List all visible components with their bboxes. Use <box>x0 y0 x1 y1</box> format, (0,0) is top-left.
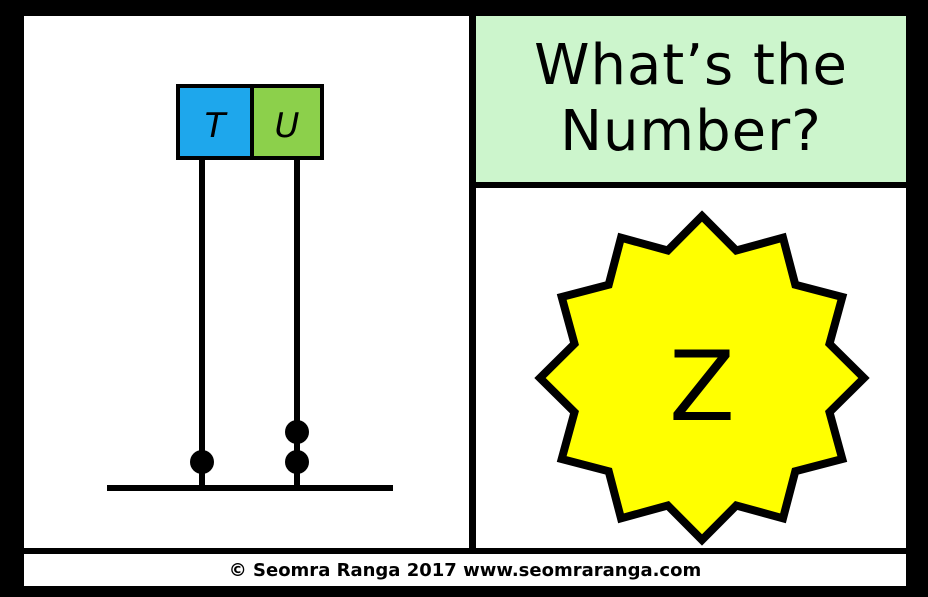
answer-badge-drawing: Z <box>476 188 906 548</box>
title-line-1: What’s the <box>534 33 848 99</box>
tens-bead <box>190 450 214 474</box>
abacus-drawing: T U <box>24 16 469 548</box>
units-bead <box>285 450 309 474</box>
footer-credit: © Seomra Ranga 2017 www.seomraranga.com <box>24 554 906 586</box>
units-bead <box>285 420 309 444</box>
units-label: U <box>275 106 300 146</box>
title-panel: What’s the Number? <box>476 16 906 182</box>
title-line-2: Number? <box>560 99 822 165</box>
answer-panel: Z <box>476 188 906 548</box>
abacus-beads <box>190 420 309 474</box>
abacus-panel: T U <box>24 16 469 548</box>
answer-letter: Z <box>669 331 735 443</box>
tens-label: T <box>205 106 228 146</box>
